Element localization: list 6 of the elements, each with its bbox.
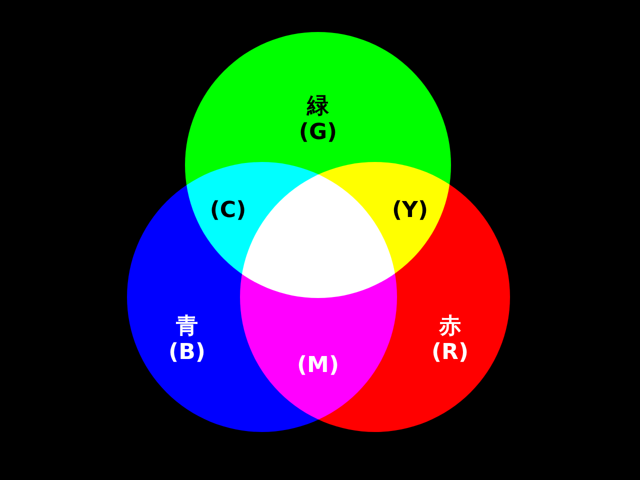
overlap-label: (C) <box>210 198 246 224</box>
circle-label: 緑(G) <box>298 94 338 146</box>
circle-label: 青(B) <box>168 314 206 366</box>
circle-label: 赤(R) <box>430 314 470 366</box>
overlap-label: (M) <box>297 353 339 379</box>
overlap-label: (Y) <box>392 198 428 224</box>
